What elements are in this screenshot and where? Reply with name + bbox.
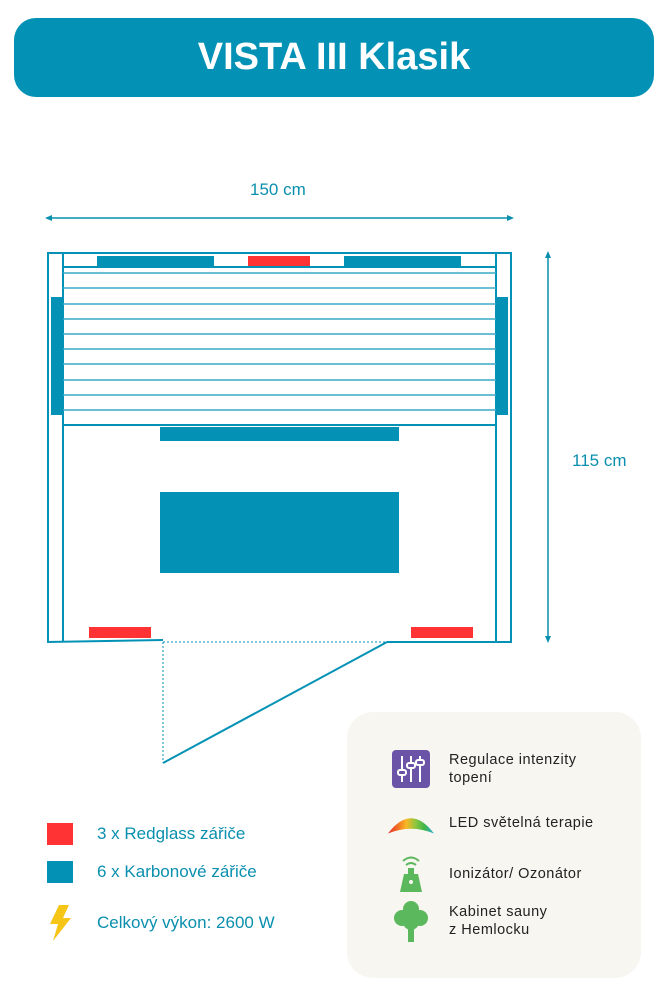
feature-label: LED světelná terapie (449, 815, 594, 831)
bench-slats (63, 272, 496, 426)
feature-item: LED světelná terapie (387, 810, 594, 836)
sliders-icon (392, 750, 430, 788)
feature-item: Kabinet sauny z Hemlocku (387, 900, 547, 942)
carbon-heater (97, 256, 214, 266)
title-banner: VISTA III Klasik (14, 18, 654, 97)
redglass-heater (89, 627, 151, 638)
rainbow-icon (387, 818, 435, 834)
feature-item: Ionizátor/ Ozonátor (387, 854, 582, 894)
door (162, 641, 388, 764)
legend-power: Celkový výkon: 2600 W (47, 905, 275, 941)
legend-carbon: 6 x Karbonové zářiče (47, 861, 257, 883)
page-title: VISTA III Klasik (197, 36, 471, 78)
carbon-heater (344, 256, 461, 266)
legend-label: 6 x Karbonové zářiče (97, 862, 257, 881)
features-card: Regulace intenzity topení LED světelná te… (347, 712, 641, 978)
depth-label: 115 cm (572, 451, 627, 470)
legend-redglass: 3 x Redglass zářiče (47, 823, 245, 845)
redglass-heater (248, 256, 310, 266)
ionizer-icon (400, 856, 422, 892)
feature-item: Regulace intenzity topení (387, 750, 577, 788)
feature-label: Kabinet sauny (449, 904, 548, 920)
tree-icon (394, 901, 428, 942)
legend-label: Celkový výkon: 2600 W (97, 913, 275, 932)
redglass-heater (411, 627, 473, 638)
red-swatch (47, 823, 73, 845)
feature-label: Regulace intenzity (449, 752, 577, 768)
cabin-walls (46, 252, 512, 764)
carbon-heater (160, 427, 399, 441)
lightning-icon (50, 905, 71, 941)
width-label: 150 cm (250, 180, 306, 199)
legend-label: 3 x Redglass zářiče (97, 824, 246, 843)
feature-label: Ionizátor/ Ozonátor (449, 866, 582, 882)
feature-label-2: topení (449, 770, 493, 786)
carbon-heater (51, 297, 63, 415)
blue-swatch (47, 861, 73, 883)
carbon-heater (160, 492, 399, 573)
feature-label-2: z Hemlocku (449, 922, 530, 938)
carbon-heater (496, 297, 508, 415)
